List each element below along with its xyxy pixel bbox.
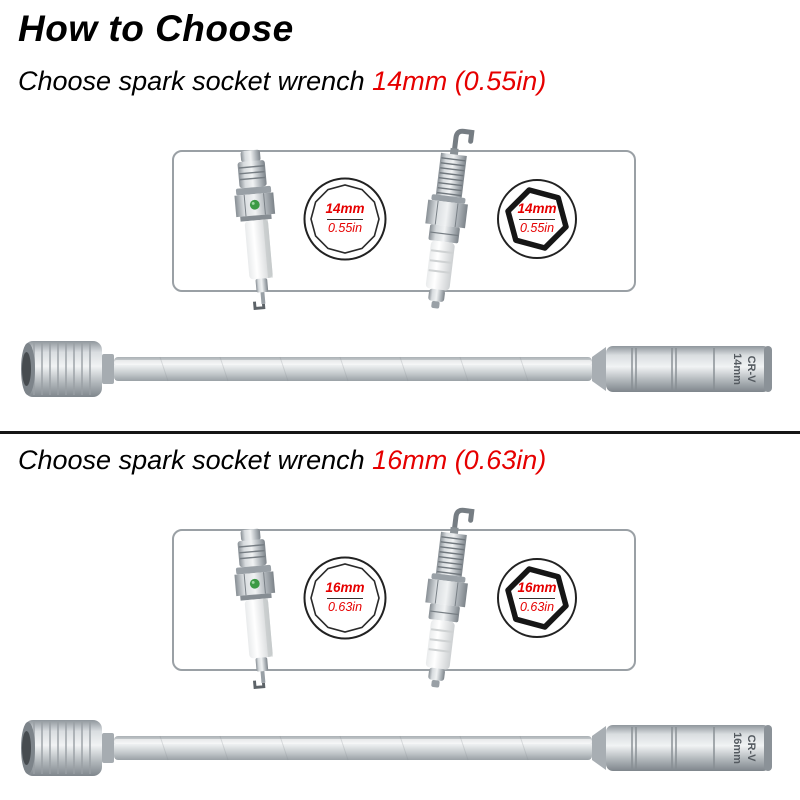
subtitle-prefix: Choose spark socket wrench [18, 66, 373, 96]
hex-profile-icon [497, 179, 577, 259]
socket-wrench-illustration: 14mm CR-V [21, 341, 772, 397]
size-callout-socket-profile: 14mm 0.55in [302, 176, 388, 262]
callout-size-in: 0.63in [519, 600, 555, 615]
spark-plug-illustration-straight [234, 149, 276, 311]
wrench-size-label: 16mm [731, 732, 743, 764]
section-subtitle: Choose spark socket wrench 14mm (0.55in) [18, 66, 546, 97]
callout-size-in: 0.63in [327, 600, 363, 615]
callout-divider [519, 219, 555, 221]
spark-plug-illustration-hooked [425, 128, 475, 309]
callout-label: 14mm 0.55in [302, 176, 388, 262]
socket-profile-icon [303, 177, 387, 261]
callout-size-mm: 14mm [325, 201, 365, 217]
section-14mm: Choose spark socket wrench 14mm (0.55in) [0, 58, 800, 433]
callout-size-in: 0.55in [519, 221, 555, 236]
spark-plug-illustration-hooked [425, 507, 475, 688]
callout-label: 14mm 0.55in [496, 178, 578, 260]
subtitle-prefix: Choose spark socket wrench [18, 445, 373, 475]
hex-profile-icon [497, 558, 577, 638]
callout-label: 16mm 0.63in [302, 555, 388, 641]
wrench-material-label: CR-V [745, 735, 757, 763]
callout-divider [327, 219, 363, 221]
callout-size-mm: 16mm [517, 580, 557, 596]
size-callout-hex-profile: 16mm 0.63in [496, 557, 578, 639]
callout-size-mm: 16mm [325, 580, 365, 596]
subtitle-size-highlight: 16mm (0.63in) [372, 445, 547, 475]
wrench-size-label: 14mm [731, 353, 743, 385]
page-title: How to Choose [18, 8, 294, 49]
callout-divider [327, 598, 363, 600]
size-callout-hex-profile: 14mm 0.55in [496, 178, 578, 260]
callout-size-mm: 14mm [517, 201, 557, 217]
section-divider [0, 431, 800, 434]
socket-wrench-illustration: 16mm CR-V [21, 720, 772, 776]
section-16mm: Choose spark socket wrench 16mm (0.63in) [0, 437, 800, 800]
callout-label: 16mm 0.63in [496, 557, 578, 639]
spark-plug-illustration-straight [234, 528, 276, 690]
size-callout-socket-profile: 16mm 0.63in [302, 555, 388, 641]
wrench-material-label: CR-V [745, 356, 757, 384]
callout-size-in: 0.55in [327, 221, 363, 236]
socket-profile-icon [303, 556, 387, 640]
callout-divider [519, 598, 555, 600]
subtitle-size-highlight: 14mm (0.55in) [372, 66, 547, 96]
section-subtitle: Choose spark socket wrench 16mm (0.63in) [18, 445, 546, 476]
